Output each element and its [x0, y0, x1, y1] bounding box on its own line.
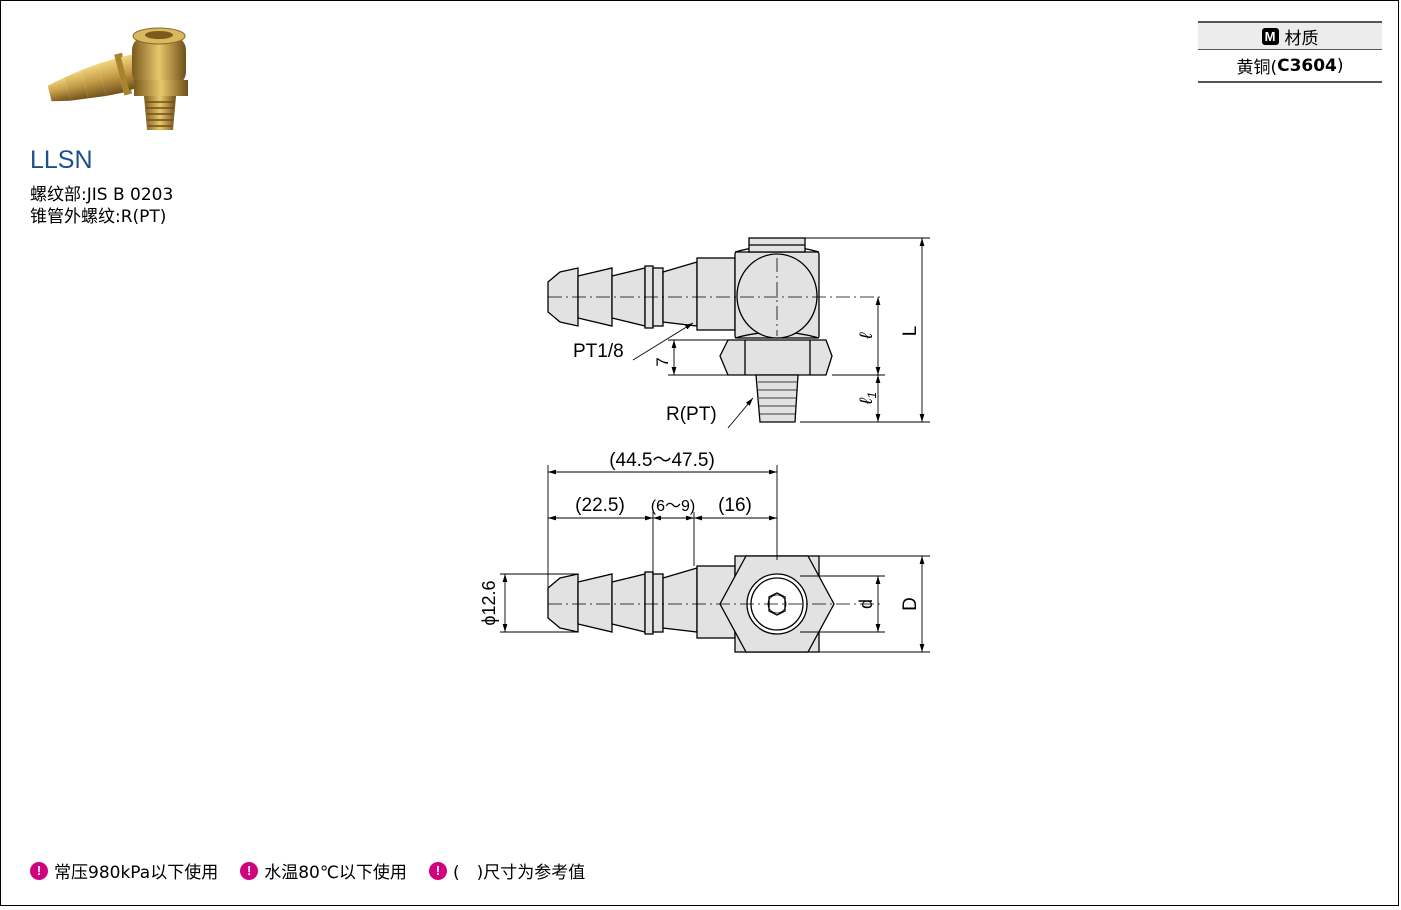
material-header: M 材质 [1198, 21, 1382, 50]
product-photo [47, 27, 188, 130]
body-length-label: (16) [718, 495, 752, 516]
note-temperature: ! 水温80℃以下使用 [240, 858, 407, 883]
side-view [547, 237, 833, 423]
note-text: 水温80℃以下使用 [264, 863, 407, 883]
material-code: C3604 [1277, 55, 1337, 76]
taper-thread-spec: 锥管外螺纹:R(PT) [30, 207, 167, 227]
barb-length-label: (22.5) [575, 495, 625, 516]
material-header-label: 材质 [1284, 28, 1319, 49]
dim-d-label: d [856, 599, 876, 609]
dim-7-label: 7 [653, 357, 672, 366]
overall-length-label: (44.5～47.5) [609, 450, 715, 471]
thread-spec: 螺纹部:JIS B 0203 [30, 185, 174, 205]
material-badge-icon: M [1261, 27, 1279, 45]
material-value: 黄铜(C3604) [1198, 50, 1382, 83]
dim-L-label: L [900, 326, 921, 337]
warning-icon: ! [30, 861, 48, 880]
pt-thread-label: PT1/8 [573, 341, 624, 362]
dim-l-label: ℓ [856, 332, 876, 340]
material-name: 黄铜( [1236, 58, 1278, 78]
notes-bar: ! 常压980kPa以下使用 ! 水温80℃以下使用 ! ( )尺寸为参考值 [30, 858, 607, 883]
material-suffix: ) [1336, 55, 1344, 76]
note-text: ( )尺寸为参考值 [452, 863, 586, 883]
note-pressure: ! 常压980kPa以下使用 [30, 858, 218, 883]
r-thread-label: R(PT) [666, 404, 717, 425]
dim-l1-label: ℓ1 [856, 392, 879, 406]
model-name: LLSN [30, 146, 93, 174]
warning-icon: ! [240, 861, 259, 880]
diameter-label: ϕ12.6 [479, 580, 499, 625]
adjust-range-label: (6～9) [651, 498, 695, 515]
dim-D-label: D [900, 597, 921, 611]
note-reference: ! ( )尺寸为参考值 [428, 858, 586, 883]
warning-icon: ! [428, 861, 447, 880]
note-text: 常压980kPa以下使用 [54, 863, 219, 883]
material-table: M 材质 黄铜(C3604) [1198, 21, 1382, 83]
